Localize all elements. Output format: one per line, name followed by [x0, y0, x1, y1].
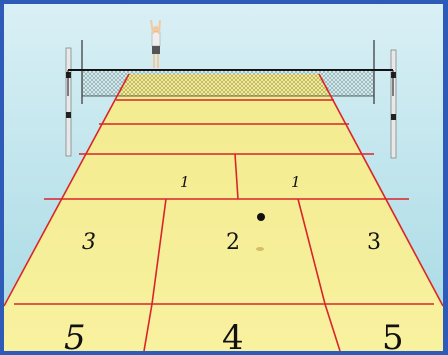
- zone-label-mid-right: 3: [367, 230, 381, 255]
- net-mesh: [82, 70, 374, 96]
- zone-label-mid-center: 2: [226, 230, 240, 255]
- volleyball-net: [68, 70, 393, 96]
- zone-label-mid-left: 3: [82, 230, 96, 255]
- zone-label-front-left: 1: [180, 173, 190, 191]
- zone-label-back-left: 5: [64, 318, 86, 351]
- ball-shadow: [256, 247, 264, 251]
- zone-label-back-center: 4: [222, 318, 244, 351]
- zone-label-front-right: 1: [291, 173, 301, 191]
- zone-label-back-right: 5: [382, 318, 404, 351]
- court-canvas: 1 1 3 2 3 5 4 5: [4, 4, 443, 351]
- ball-icon: [257, 213, 265, 221]
